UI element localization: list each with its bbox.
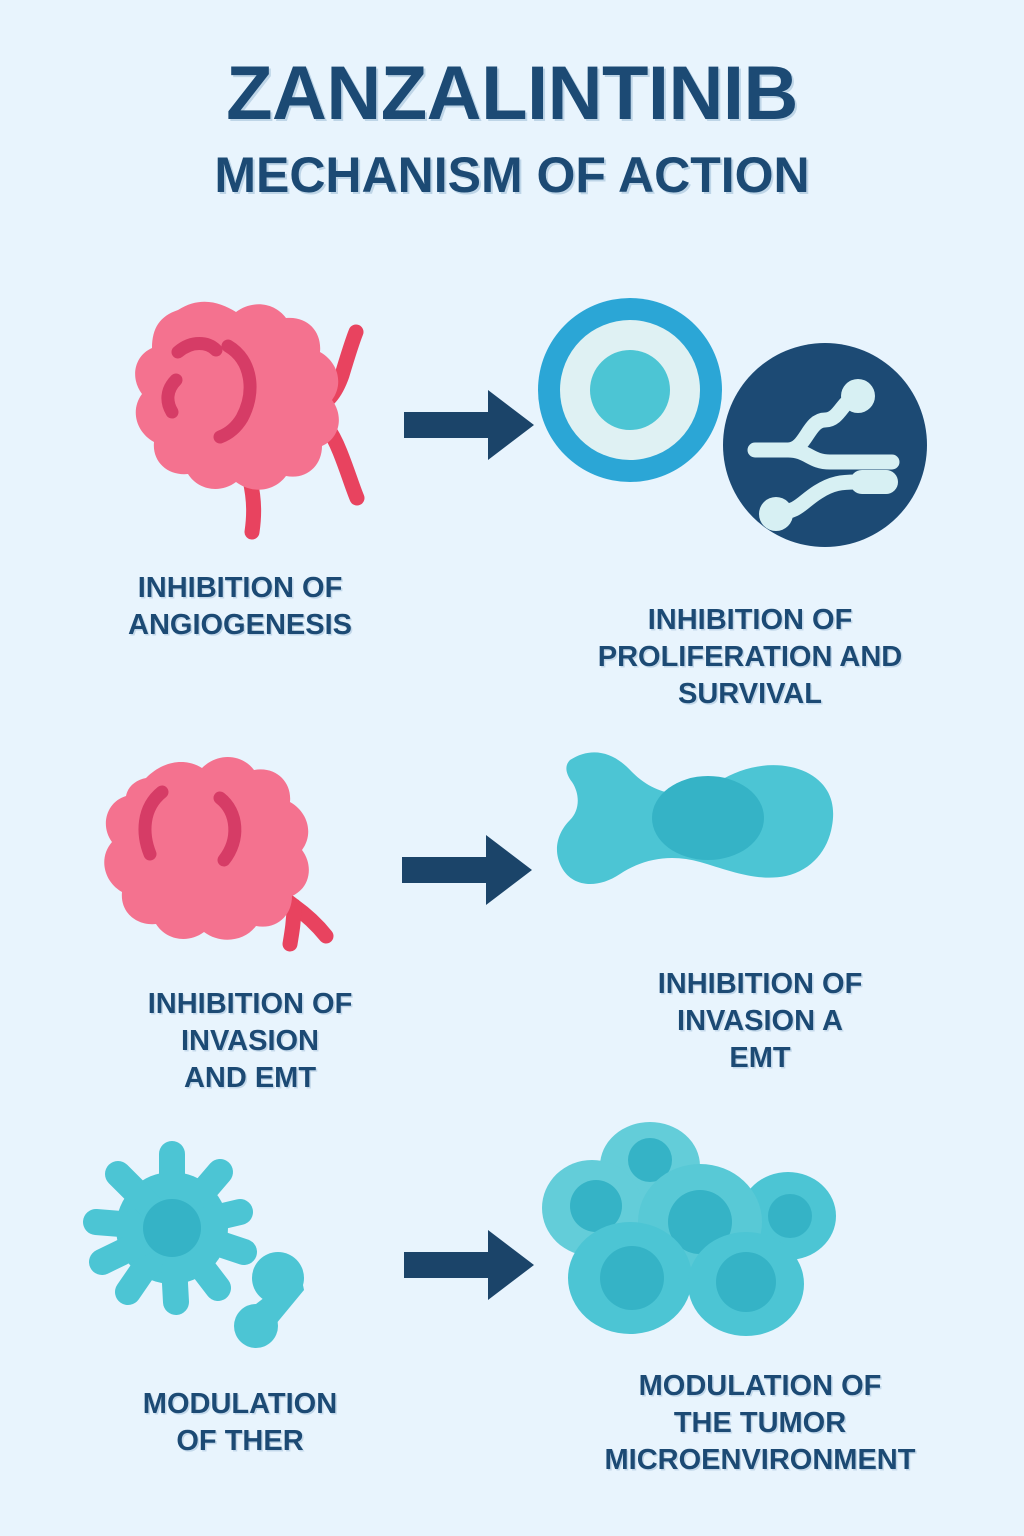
panel-caption: MODULATION OF THER [142,1388,338,1458]
signaling-pathway-icon [723,343,927,547]
header: ZANZALINTINIB MECHANISM OF ACTION [0,51,1024,203]
panel-inhibition-of-invasion-a-emt: INHIBITION OF INVASION A EMT [540,730,980,1077]
mechanism-row-tumor-microenvironment: MODULATION OF THER [0,1120,1024,1520]
mechanism-row-invasion-emt: INHIBITION OF INVASION AND EMT INHIBITIO… [0,720,1024,1120]
arrow-right-icon [400,380,540,470]
arrow-right-icon [398,825,538,915]
panel-modulation-of-the-tumor-microenvironment: MODULATION OF THE TUMOR MICROENVIRONMENT [540,1120,980,1479]
panel-inhibition-of-proliferation: INHIBITION OF PROLIFERATION AND SURVIVAL [520,280,980,713]
panel-caption: INHIBITION OF INVASION AND EMT [147,988,353,1095]
mechanism-row-angiogenesis: INHIBITION OF ANGIOGENESIS [0,280,1024,720]
panel-inhibition-of-angiogenesis: INHIBITION OF ANGIOGENESIS [60,280,420,644]
arrow-right-icon [400,1220,540,1310]
panel-caption: MODULATION OF THE TUMOR MICROENVIRONMENT [604,1370,916,1477]
tumor-cell-with-vessel-icon [70,730,430,960]
immune-cell-icon [60,1130,420,1350]
tumor-cell-with-vessels-icon [60,280,420,560]
page-subtitle: MECHANISM OF ACTION [214,147,810,203]
panel-caption: INHIBITION OF INVASION A EMT [657,968,863,1075]
tumor-cell-cluster-icon [540,1120,980,1340]
panel-inhibition-of-invasion-and-emt: INHIBITION OF INVASION AND EMT [70,730,430,1097]
mesenchymal-cell-icon [540,730,980,910]
immune-cell-fragment-icon [234,1252,304,1348]
panel-caption: INHIBITION OF ANGIOGENESIS [128,572,352,642]
receptor-cell-icon [538,298,722,482]
panel-caption: INHIBITION OF PROLIFERATION AND SURVIVAL [597,604,903,711]
panel-modulation-of-ther: MODULATION OF THER [60,1130,420,1460]
cell-receptor-and-signaling-pathway-icon [520,280,980,580]
page-title: ZANZALINTINIB [226,51,798,136]
